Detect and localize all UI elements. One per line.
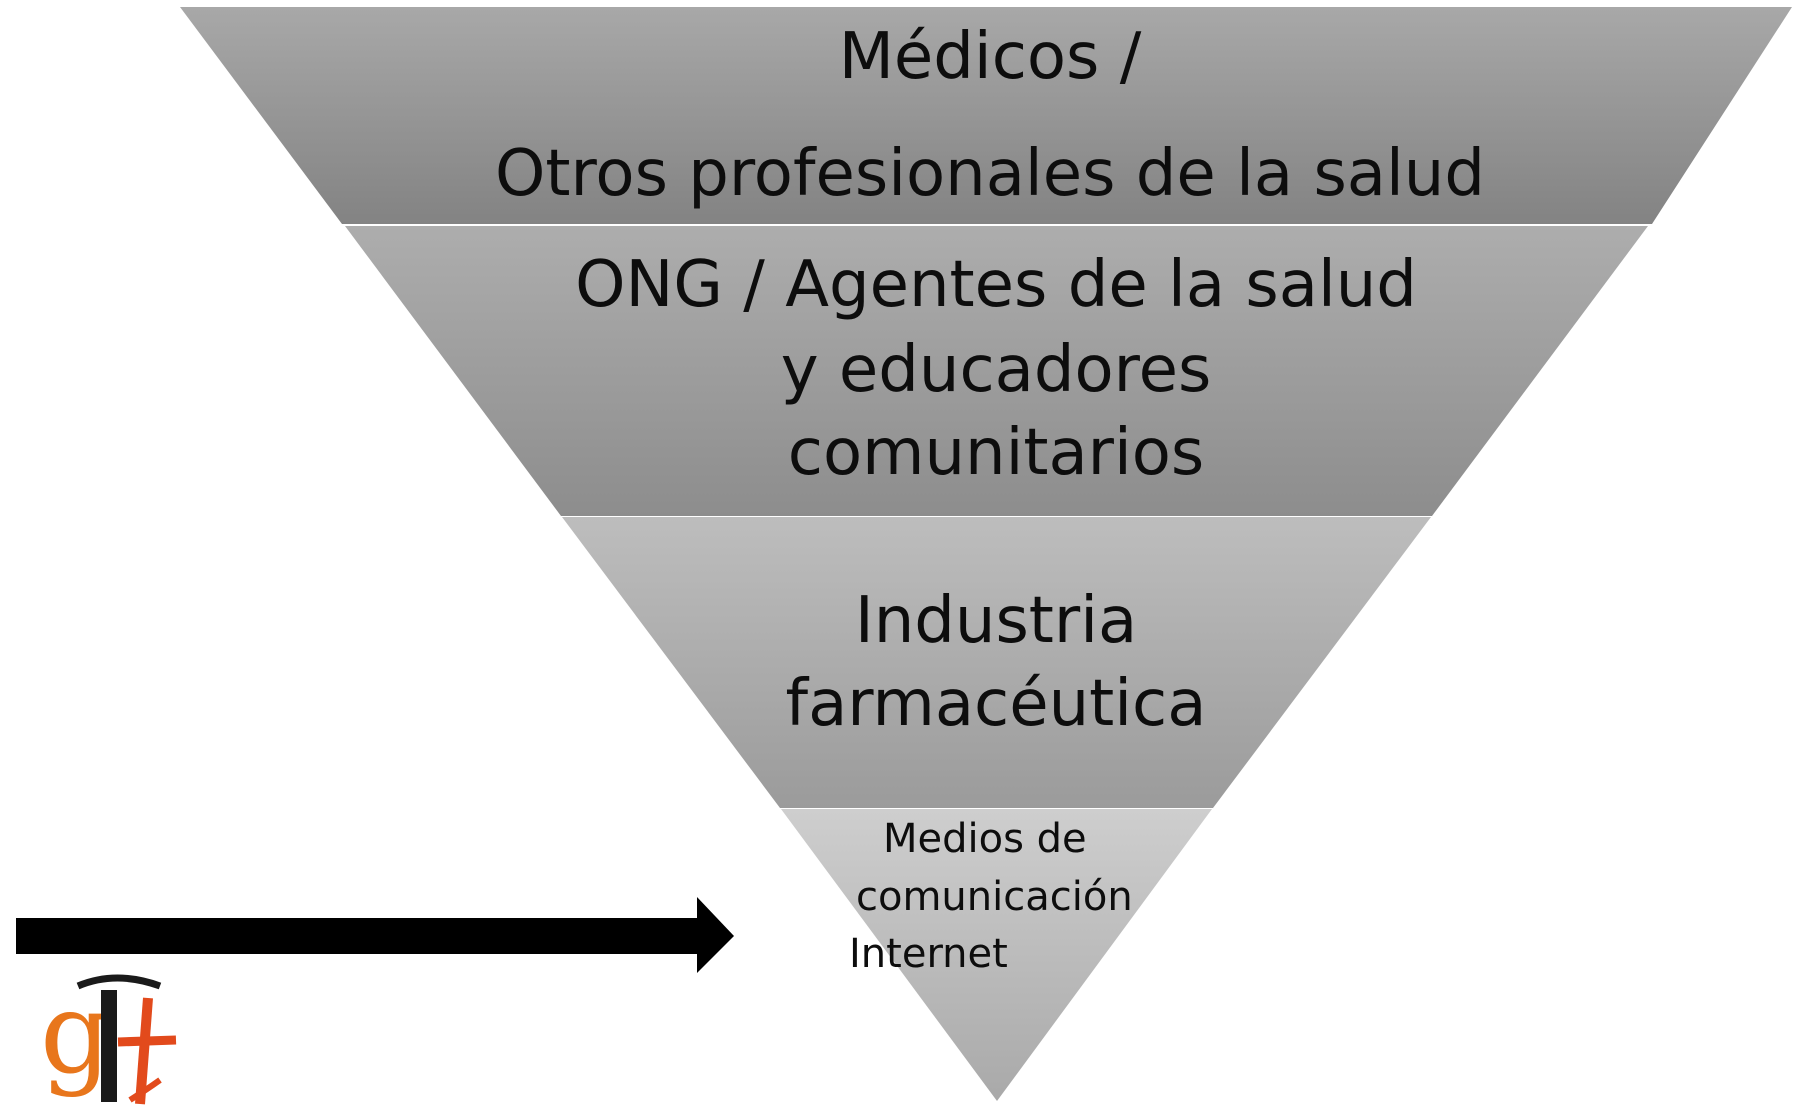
tier-2-line-3: comunitarios [788, 416, 1205, 490]
arrow-right-icon [16, 897, 734, 973]
pyramid-tier-3: Industria farmacéutica [562, 517, 1431, 808]
tier-4-line-1: Medios de [883, 816, 1087, 862]
tier-1-line-2: Otros profesionales de la salud [495, 137, 1485, 211]
svg-text:g: g [40, 969, 112, 1099]
tier-2-line-1: ONG / Agentes de la salud [575, 248, 1417, 322]
pyramid-tier-2-shape [345, 226, 1648, 516]
tier-3-line-2: farmacéutica [786, 667, 1207, 741]
pyramid-tier-1: Médicos / Otros profesionales de la salu… [180, 7, 1792, 224]
pyramid-tier-4-shape [781, 809, 1212, 1101]
pyramid-tier-2: ONG / Agentes de la salud y educadores c… [345, 226, 1648, 516]
tier-2-line-2: y educadores [781, 333, 1212, 407]
pyramid-tier-4: Medios de comunicación Internet [781, 809, 1212, 1101]
pyramid-tier-3-shape [562, 517, 1431, 808]
tier-1-line-1: Médicos / [839, 20, 1142, 94]
gt-logo: g [40, 969, 177, 1105]
pyramid-tier-1-shape [180, 7, 1792, 224]
tier-4-line-2: comunicación [856, 874, 1133, 920]
tier-3-line-1: Industria [855, 584, 1137, 658]
tier-4-line-3: Internet [849, 931, 1008, 977]
